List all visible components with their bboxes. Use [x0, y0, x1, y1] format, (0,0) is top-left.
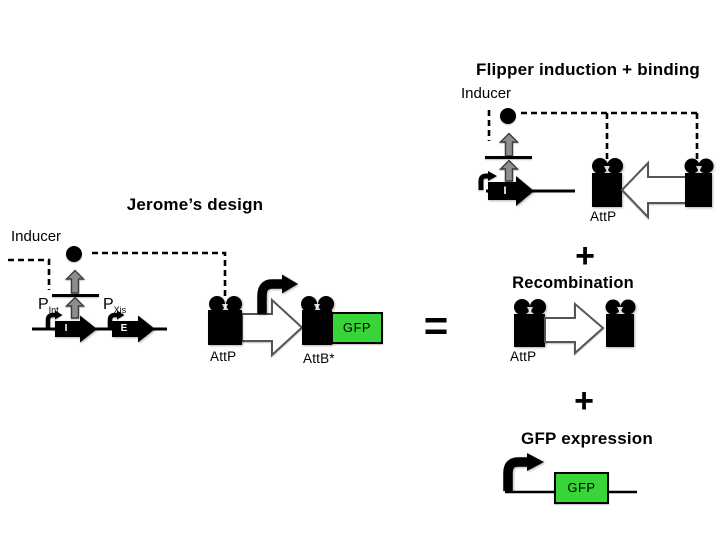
recombination-title: Recombination — [512, 274, 634, 292]
inducer-to-promoter-dashed-connector — [8, 258, 51, 290]
integrase-dimer-icon-product — [605, 299, 636, 347]
gfp-box-label: GFP — [342, 320, 372, 335]
promoter-arrow-icon-pxis — [107, 310, 125, 328]
flipper-title: Flipper induction + binding — [475, 60, 701, 79]
inducer-label: Inducer — [11, 228, 62, 245]
inducer-label: Inducer — [461, 85, 512, 102]
promoter-arrow-icon — [503, 453, 544, 491]
flipping-block-arrow-icon — [241, 297, 304, 358]
induction-arrow-icon — [498, 159, 520, 182]
promoter-label-pxis: PXis — [103, 296, 126, 315]
attp-site-label: AttP — [510, 349, 537, 364]
attb-site-label: AttB* — [303, 351, 335, 366]
plus-sign: + — [574, 382, 594, 420]
promoter-label-base: P — [103, 296, 114, 313]
promoter-arrow-icon-output — [257, 274, 298, 314]
gene-arrow-xis — [112, 315, 155, 343]
induction-arrow-icon — [64, 296, 86, 319]
inducer-molecule-icon — [500, 108, 516, 124]
gene-arrow-int — [55, 315, 97, 343]
recombination-block-arrow-icon — [544, 301, 605, 356]
attp-site-label: AttP — [590, 209, 617, 224]
gfp-expression-title: GFP expression — [521, 429, 653, 448]
integrase-dimer-icon-attp — [592, 158, 623, 207]
equals-sign: = — [423, 302, 449, 349]
jerome-diagram — [8, 246, 383, 358]
gfp-gene-box — [331, 312, 383, 344]
promoter-label-base: P — [38, 296, 49, 313]
integrase-dimer-icon-attp — [208, 296, 242, 345]
integrase-dimer-icon-attb — [301, 296, 334, 345]
jerome-title: Jerome’s design — [126, 195, 264, 214]
attp-site-label: AttP — [210, 349, 237, 364]
promoter-label-sub: Int — [48, 305, 59, 316]
recombination-diagram — [514, 299, 636, 356]
gene-label-int: I — [64, 323, 68, 334]
gene-arrow-int — [488, 176, 534, 206]
promoter-label-sub: Xis — [113, 305, 127, 316]
promoter-arrow-icon — [478, 171, 497, 190]
integrase-dimer-icon-free — [684, 158, 714, 207]
promoter-label-pint: PInt — [38, 296, 59, 315]
inducer-to-attp-dashed-connector — [521, 111, 699, 161]
gfp-gene-box — [554, 472, 609, 504]
integrase-dimer-icon-attp — [514, 299, 546, 347]
promoter-arrow-icon-pint — [45, 310, 63, 328]
gene-label-xis: E — [120, 323, 128, 334]
flipper-diagram — [478, 108, 714, 220]
inducer-to-attp-dashed-connector — [92, 251, 227, 299]
inducer-molecule-icon — [66, 246, 82, 262]
induction-arrow-icon — [64, 269, 86, 294]
gfp-box-label: GFP — [567, 480, 596, 495]
gene-label-int: I — [503, 185, 507, 197]
plus-sign: + — [575, 237, 595, 275]
induction-arrow-icon — [498, 132, 520, 157]
binding-block-arrow-icon — [620, 160, 687, 220]
gfp-expression-diagram — [503, 453, 637, 504]
